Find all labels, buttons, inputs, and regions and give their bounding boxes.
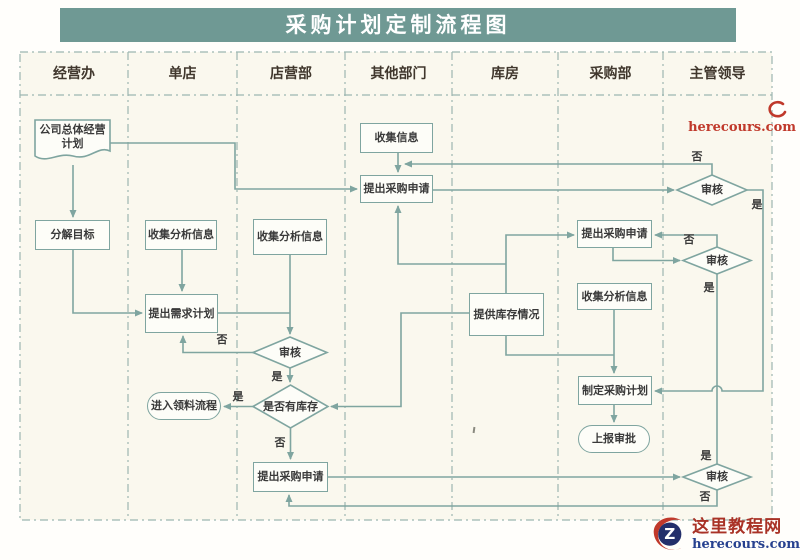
node-other-purchase-request: 提出采购申请 (360, 175, 433, 203)
edge-review2-no-purrequest (654, 231, 718, 247)
branch-label-review3-yes: 是 (700, 449, 712, 462)
branch-label-review3-no: 否 (699, 490, 711, 503)
edge-review-no-demandplan (179, 335, 253, 354)
branch-label-review1-yes: 是 (751, 198, 763, 211)
connectors (69, 142, 764, 507)
watermark-top-url: herecours.com (688, 120, 796, 135)
document-shape-company-plan (34, 119, 111, 160)
diamond-leader-review-1 (674, 174, 750, 206)
node-make-plan: 制定采购计划 (578, 376, 652, 405)
branch-label-dept-review-yes: 是 (271, 370, 283, 383)
branch-label-review1-no: 否 (691, 150, 703, 163)
edge-decompose-demandplan (72, 250, 143, 317)
logo-letter: Z (664, 525, 675, 543)
logo-swoosh (653, 517, 682, 550)
diamond-leader-review-3 (680, 463, 754, 491)
label-leader-review-1: 审核 (701, 183, 723, 196)
node-other-collect-info: 收集信息 (360, 123, 433, 153)
edge-providestock-purrequest (505, 231, 575, 293)
watermark-site-name: 这里教程网 (692, 517, 783, 537)
lane-header-dandian: 单店 (168, 66, 197, 82)
branch-label-review2-no: 否 (683, 233, 695, 246)
edge-providestock-stockcheck (330, 312, 469, 410)
label-stock-check: 是否有库存 (263, 400, 318, 413)
watermark-top-right: herecours.com (686, 100, 796, 135)
node-demand-plan: 提出需求计划 (145, 294, 218, 333)
node-submit-approval: 上报审批 (578, 425, 650, 453)
label-company-plan: 公司总体经营 计划 (39, 123, 106, 150)
node-dept-collect-info: 收集分析信息 (253, 219, 327, 255)
edge-providestock-makeplan-join (505, 336, 614, 356)
edge-providestock-otherrequest (394, 205, 506, 265)
node-provide-stock: 提供库存情况 (469, 293, 544, 336)
table-outer-border (19, 51, 773, 521)
node-pur-collect-info: 收集分析信息 (577, 283, 652, 310)
node-decompose-goal: 分解目标 (35, 220, 110, 250)
lane-header-qitabumen: 其他部门 (370, 66, 427, 82)
lane-header-zhuguanlingdao: 主管领导 (689, 66, 746, 82)
svg-shapes (34, 119, 754, 491)
lane-header-caigoubu: 采购部 (589, 66, 632, 82)
label-leader-review-3: 审核 (706, 470, 728, 483)
branch-label-stock-no: 否 (274, 436, 286, 449)
branch-label-stock-yes: 是 (232, 390, 244, 403)
watermark-bottom-right: Z 这里教程网 herecours.com (648, 509, 800, 560)
branch-label-dept-review-no: 否 (216, 333, 228, 346)
node-material-flow: 进入领料流程 (147, 392, 221, 420)
branch-label-review2-yes: 是 (703, 281, 715, 294)
node-store-collect-info: 收集分析信息 (145, 220, 217, 250)
lane-header-dianyingbu: 店营部 (270, 66, 312, 82)
node-pur-purchase-request: 提出采购申请 (577, 220, 652, 248)
diamond-stock-check (251, 384, 330, 429)
logo-disc (658, 522, 682, 546)
page-title: 采购计划定制流程图 (60, 8, 736, 42)
node-dept-purchase-request: 提出采购申请 (253, 462, 328, 492)
lane-header-jingyingban: 经营办 (53, 66, 95, 82)
edge-companyplan-otherrequest (110, 142, 358, 193)
edge-purrequest-review2 (612, 248, 681, 264)
diamond-dept-review (250, 336, 330, 369)
label-dept-review: 审核 (279, 346, 301, 359)
lane-header-kufang: 库房 (491, 66, 519, 82)
swimlane-grid (19, 51, 773, 521)
edge-review1-no-otherrequest (404, 160, 713, 175)
edge-review3-no-deptrequest (285, 490, 718, 507)
label-leader-review-2: 审核 (706, 254, 728, 267)
edge-review1-yes-makeplan (654, 189, 764, 395)
watermark-top-swirl-icon (768, 100, 787, 118)
watermark-site-url: herecours.com (692, 537, 800, 552)
site-logo: Z (653, 517, 682, 550)
diamond-leader-review-2 (680, 246, 754, 275)
